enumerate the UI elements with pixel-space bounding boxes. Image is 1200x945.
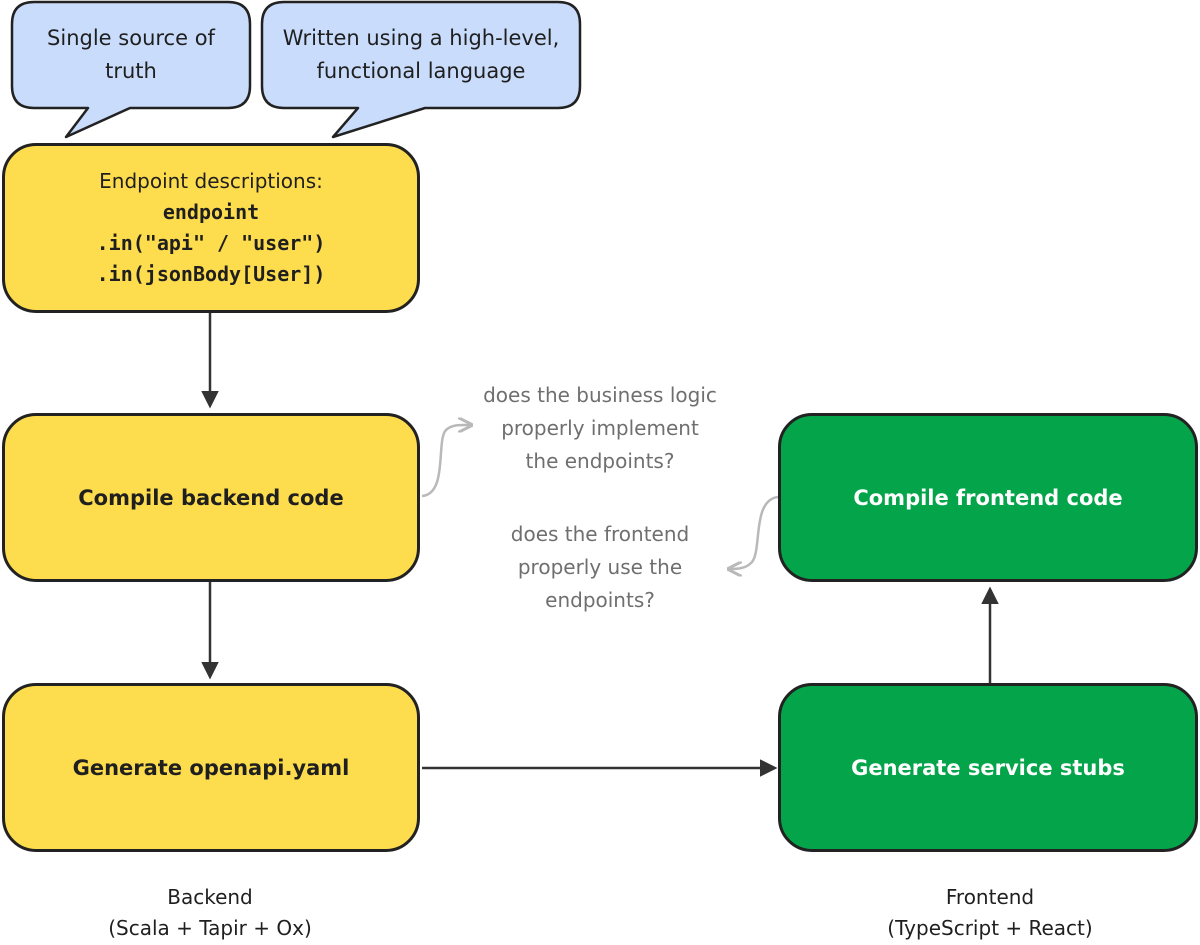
compile-backend-box: Compile backend code xyxy=(2,413,420,582)
note-line: does the business logic xyxy=(483,383,717,407)
arrow-frontend-note xyxy=(730,495,779,569)
frontend-footer: Frontend (TypeScript + React) xyxy=(840,882,1140,944)
generate-service-stubs-box: Generate service stubs xyxy=(778,683,1198,852)
frontend-usage-note: does the frontend properly use the endpo… xyxy=(470,518,730,617)
endpoint-code-line: .in(jsonBody[User]) xyxy=(96,262,326,286)
note-line: properly implement xyxy=(501,416,699,440)
callout-line: functional language xyxy=(316,59,526,83)
generate-openapi-box: Generate openapi.yaml xyxy=(2,683,420,852)
endpoint-descriptions-box: Endpoint descriptions: endpoint .in("api… xyxy=(2,143,420,313)
footer-line: (TypeScript + React) xyxy=(887,916,1093,940)
backend-footer: Backend (Scala + Tapir + Ox) xyxy=(60,882,360,944)
callout-bubble-single-source xyxy=(10,0,252,139)
business-logic-note: does the business logic properly impleme… xyxy=(460,379,740,478)
callout-line: Written using a high-level, xyxy=(282,26,560,50)
callout-line: truth xyxy=(105,59,157,83)
arrow-backend-note xyxy=(421,425,470,498)
callout-functional-language: Written using a high-level, functional l… xyxy=(264,4,578,106)
note-line: properly use the xyxy=(517,555,683,579)
endpoint-code-line: endpoint xyxy=(162,200,260,224)
note-line: endpoints? xyxy=(545,588,655,612)
compile-frontend-label: Compile frontend code xyxy=(853,485,1123,510)
compile-backend-label: Compile backend code xyxy=(78,485,344,510)
endpoint-code-line: .in("api" / "user") xyxy=(96,231,326,255)
footer-line: (Scala + Tapir + Ox) xyxy=(108,916,312,940)
callout-bubble-functional-language xyxy=(260,0,582,139)
generate-openapi-label: Generate openapi.yaml xyxy=(72,755,350,780)
compile-frontend-box: Compile frontend code xyxy=(778,413,1198,582)
generate-service-stubs-label: Generate service stubs xyxy=(851,755,1125,780)
note-line: the endpoints? xyxy=(525,449,675,473)
callout-line: Single source of xyxy=(47,26,215,50)
endpoint-descriptions-caption: Endpoint descriptions: xyxy=(99,169,323,193)
footer-line: Backend xyxy=(167,885,253,909)
callout-single-source-of-truth: Single source of truth xyxy=(14,4,248,106)
note-line: does the frontend xyxy=(510,522,690,546)
footer-line: Frontend xyxy=(945,885,1035,909)
